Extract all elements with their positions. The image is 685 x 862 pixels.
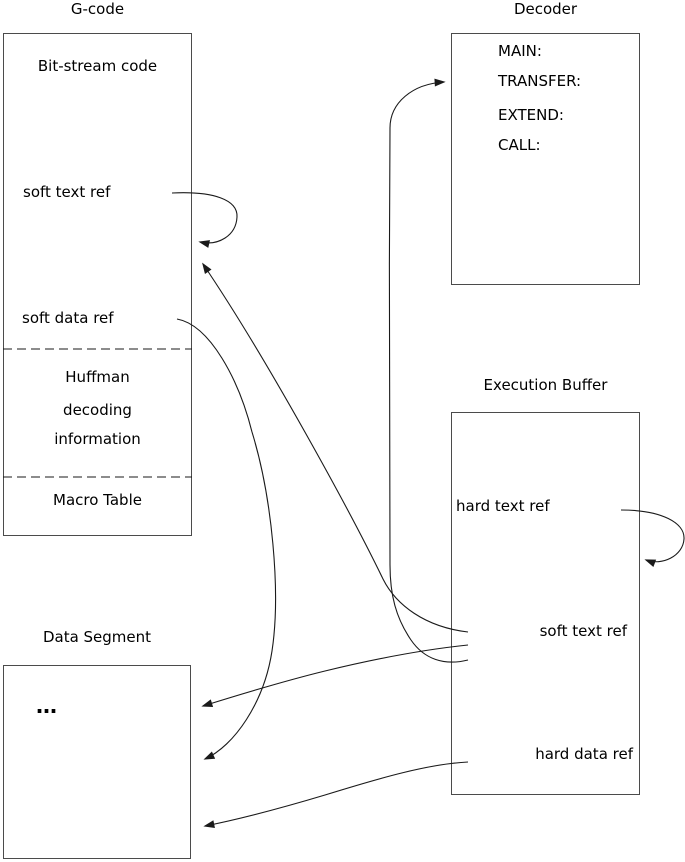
gcode-soft-data-ref-label: soft data ref: [22, 309, 114, 327]
decoder-entry-extend: EXTEND:: [498, 106, 564, 124]
decoder-entry-main: MAIN:: [498, 42, 542, 60]
gcode-title: G-code: [70, 0, 125, 18]
execbuffer-hard-data-ref-label: hard data ref: [535, 745, 633, 763]
gcode-macro-table-label: Macro Table: [53, 491, 142, 509]
data-segment-box: [3, 665, 191, 859]
data-segment-ellipsis-label: …: [36, 694, 58, 718]
gcode-huffman-line3: information: [54, 430, 141, 448]
gcode-huffman-line1: Huffman: [65, 368, 130, 386]
execution-buffer-title: Execution Buffer: [483, 376, 608, 394]
data-segment-title: Data Segment: [42, 628, 152, 646]
decoder-entry-transfer: TRANSFER:: [498, 72, 582, 90]
gcode-box: [3, 33, 192, 536]
decoder-box: [451, 33, 640, 285]
execution-buffer-box: [451, 412, 640, 795]
edge-execbuffer-hard-data-to-data-segment: [203, 761, 469, 829]
gcode-huffman-line2: decoding: [63, 401, 132, 419]
execbuffer-hard-text-ref-label: hard text ref: [456, 497, 550, 515]
edge-execbuffer-soft-text-to-data-segment: [201, 644, 469, 707]
gcode-bitstream-label: Bit-stream code: [37, 57, 158, 75]
decoder-title: Decoder: [513, 0, 578, 18]
execbuffer-soft-text-ref-label: soft text ref: [539, 622, 627, 640]
gcode-soft-text-ref-label: soft text ref: [23, 183, 111, 201]
decoder-entry-call: CALL:: [498, 136, 541, 154]
edge-execbuffer-soft-text-to-gcode: [202, 262, 469, 633]
